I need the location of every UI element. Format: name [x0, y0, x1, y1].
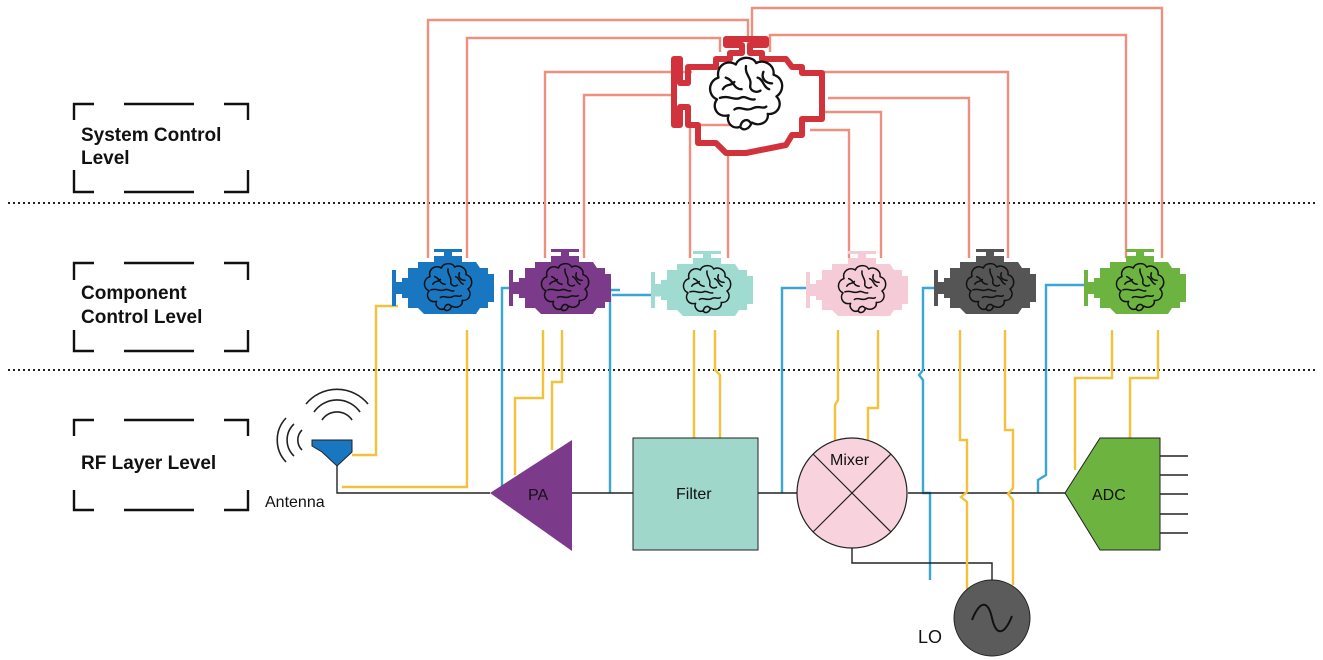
system-control-links [426, 6, 1164, 258]
level-label-system-line2: Level [81, 148, 130, 169]
level-box-rf [72, 418, 250, 512]
level-label-system-line1: System Control [81, 125, 221, 146]
system-controller-brain-icon [708, 56, 784, 131]
level-label-component-line2: Control Level [81, 307, 202, 328]
level-box-component [72, 261, 250, 353]
yellow-links [342, 304, 1160, 595]
filter-block[interactable]: Filter [632, 437, 759, 551]
antenna-icon [311, 439, 353, 467]
rf-signal-lines [336, 455, 1188, 585]
filter-controller[interactable] [651, 251, 753, 316]
antenna-block[interactable] [276, 388, 369, 467]
level-box-system [72, 102, 250, 194]
mixer-controller[interactable] [806, 251, 908, 316]
mixer-label: Mixer [830, 452, 870, 469]
lo-block[interactable] [953, 579, 1031, 657]
adc-label: ADC [1092, 487, 1126, 504]
adc-block[interactable]: ADC [1064, 437, 1161, 551]
blue-links [500, 283, 1090, 580]
antenna-waves-icon [276, 388, 369, 463]
lo-label: LO [918, 627, 942, 647]
pa-block[interactable]: PA [490, 440, 572, 551]
lo-controller[interactable] [934, 249, 1036, 314]
level-label-component-line1: Component [81, 283, 187, 304]
level-label-rf: RF Layer Level [81, 453, 216, 474]
filter-label: Filter [676, 486, 712, 503]
system-controller[interactable] [671, 36, 825, 156]
antenna-controller[interactable] [392, 249, 494, 314]
adc-controller[interactable] [1084, 249, 1186, 314]
sine-wave-icon [971, 603, 1013, 633]
antenna-label: Antenna [265, 494, 325, 511]
pa-controller[interactable] [509, 249, 611, 314]
mixer-block[interactable]: Mixer [796, 437, 908, 549]
pa-label: PA [528, 487, 548, 504]
